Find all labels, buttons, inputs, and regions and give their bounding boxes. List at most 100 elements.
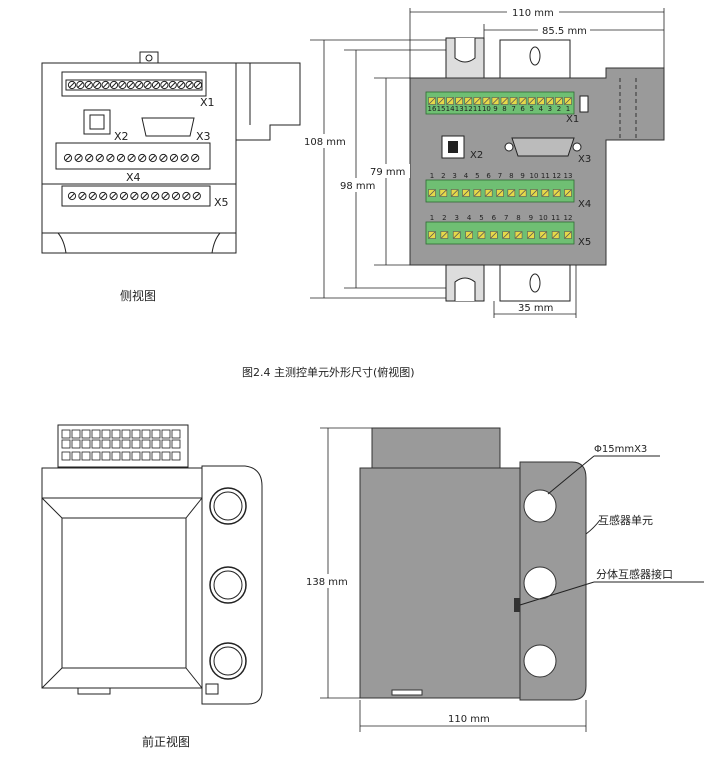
- ct-hole-3: [523, 644, 557, 678]
- connector-cell: [101, 451, 111, 461]
- connector-cell: [61, 439, 71, 449]
- ct-main-housing: [359, 467, 521, 699]
- pin-label: 7: [511, 105, 515, 113]
- top-db9-port: [511, 137, 575, 157]
- connector-cell: [81, 429, 91, 439]
- pin-label: 4: [467, 214, 472, 222]
- connector-cell: [81, 439, 91, 449]
- top-label-x2: X2: [470, 150, 483, 161]
- side-label-x4: X4: [126, 171, 141, 184]
- pin-label: 5: [479, 214, 483, 222]
- connector-cell: [151, 439, 161, 449]
- dim-ct-width: 110 mm: [448, 714, 490, 725]
- connector-cell: [111, 451, 121, 461]
- callout-hole: Φ15mmX3: [594, 444, 647, 455]
- side-label-x3: X3: [196, 130, 211, 143]
- callout-unit: 互感器单元: [598, 514, 653, 527]
- ct-side-view: 138 mm 110 mm Φ15mmX3 互感器单元 分体互感器接口: [304, 427, 704, 732]
- dim-height-outer: 108 mm: [304, 137, 346, 148]
- connector-cell: [171, 439, 181, 449]
- pin-label: 16: [428, 105, 437, 113]
- callout-unit-leader: [585, 519, 601, 535]
- connector-cell: [161, 451, 171, 461]
- pin-label: 9: [520, 172, 524, 180]
- pin-label: 5: [529, 105, 533, 113]
- pin-label: 13: [564, 172, 573, 180]
- ct-hole-1: [523, 489, 557, 523]
- connector-cell: [71, 451, 81, 461]
- dim-bottom-width: 35 mm: [518, 303, 553, 314]
- side-db9-port: [141, 117, 195, 137]
- top-x5-terminal: [425, 221, 575, 245]
- dim-height-mid: 98 mm: [340, 181, 375, 192]
- connector-cell: [171, 429, 181, 439]
- connector-cell: [131, 439, 141, 449]
- side-x5-screws: [67, 191, 201, 201]
- connector-cell: [111, 429, 121, 439]
- pin-label: 7: [504, 214, 508, 222]
- connector-cell: [91, 429, 101, 439]
- pin-label: 1: [430, 172, 434, 180]
- top-label-x5: X5: [578, 237, 591, 248]
- side-x1-screws: [67, 80, 203, 90]
- pin-label: 14: [446, 105, 455, 113]
- pin-label: 7: [498, 172, 502, 180]
- pin-label: 8: [516, 214, 520, 222]
- pin-label: 11: [551, 214, 560, 222]
- connector-cell: [151, 429, 161, 439]
- side-view-label: 侧视图: [120, 288, 156, 303]
- pin-label: 12: [564, 214, 573, 222]
- pin-label: 9: [529, 214, 533, 222]
- connector-cell: [61, 451, 71, 461]
- pin-label: 1: [430, 214, 434, 222]
- pin-label: 3: [452, 172, 456, 180]
- pin-label: 10: [539, 214, 548, 222]
- connector-cell: [171, 451, 181, 461]
- front-view-label: 前正视图: [142, 734, 190, 749]
- front-view: [41, 424, 263, 705]
- figure-caption: 图2.4 主测控单元外形尺寸(俯视图): [242, 365, 415, 379]
- pin-label: 5: [475, 172, 479, 180]
- connector-cell: [121, 439, 131, 449]
- pin-label: 2: [557, 105, 561, 113]
- dim-height-inner: 79 mm: [370, 167, 405, 178]
- pin-label: 6: [486, 172, 491, 180]
- ct-hole-2: [523, 566, 557, 600]
- dim-top-width: 110 mm: [512, 8, 554, 19]
- connector-cell: [151, 451, 161, 461]
- connector-cell: [101, 429, 111, 439]
- pin-label: 12: [552, 172, 561, 180]
- pin-label: 11: [541, 172, 550, 180]
- side-label-x1: X1: [200, 96, 215, 109]
- top-label-x1: X1: [566, 114, 579, 125]
- side-label-x5: X5: [214, 196, 229, 209]
- pin-label: 4: [539, 105, 544, 113]
- pin-label: 6: [520, 105, 525, 113]
- pin-label: 9: [493, 105, 497, 113]
- ct-top-connector: [371, 427, 501, 469]
- side-right-clip: [236, 62, 301, 141]
- pin-label: 6: [492, 214, 497, 222]
- connector-cell: [141, 451, 151, 461]
- pin-label: 13: [455, 105, 464, 113]
- connector-cell: [111, 439, 121, 449]
- connector-cell: [81, 451, 91, 461]
- side-label-x2: X2: [114, 130, 129, 143]
- pin-label: 3: [548, 105, 552, 113]
- connector-cell: [61, 429, 71, 439]
- side-view: X1 X2 X3 X4 X5: [41, 51, 301, 254]
- connector-cell: [121, 451, 131, 461]
- connector-cell: [161, 439, 171, 449]
- pin-label: 2: [441, 172, 445, 180]
- connector-cell: [121, 429, 131, 439]
- callout-port: 分体互感器接口: [596, 567, 673, 581]
- pin-label: 8: [509, 172, 513, 180]
- top-label-x3: X3: [578, 154, 591, 165]
- dim-top-inner: 85.5 mm: [542, 26, 587, 37]
- connector-cell: [161, 429, 171, 439]
